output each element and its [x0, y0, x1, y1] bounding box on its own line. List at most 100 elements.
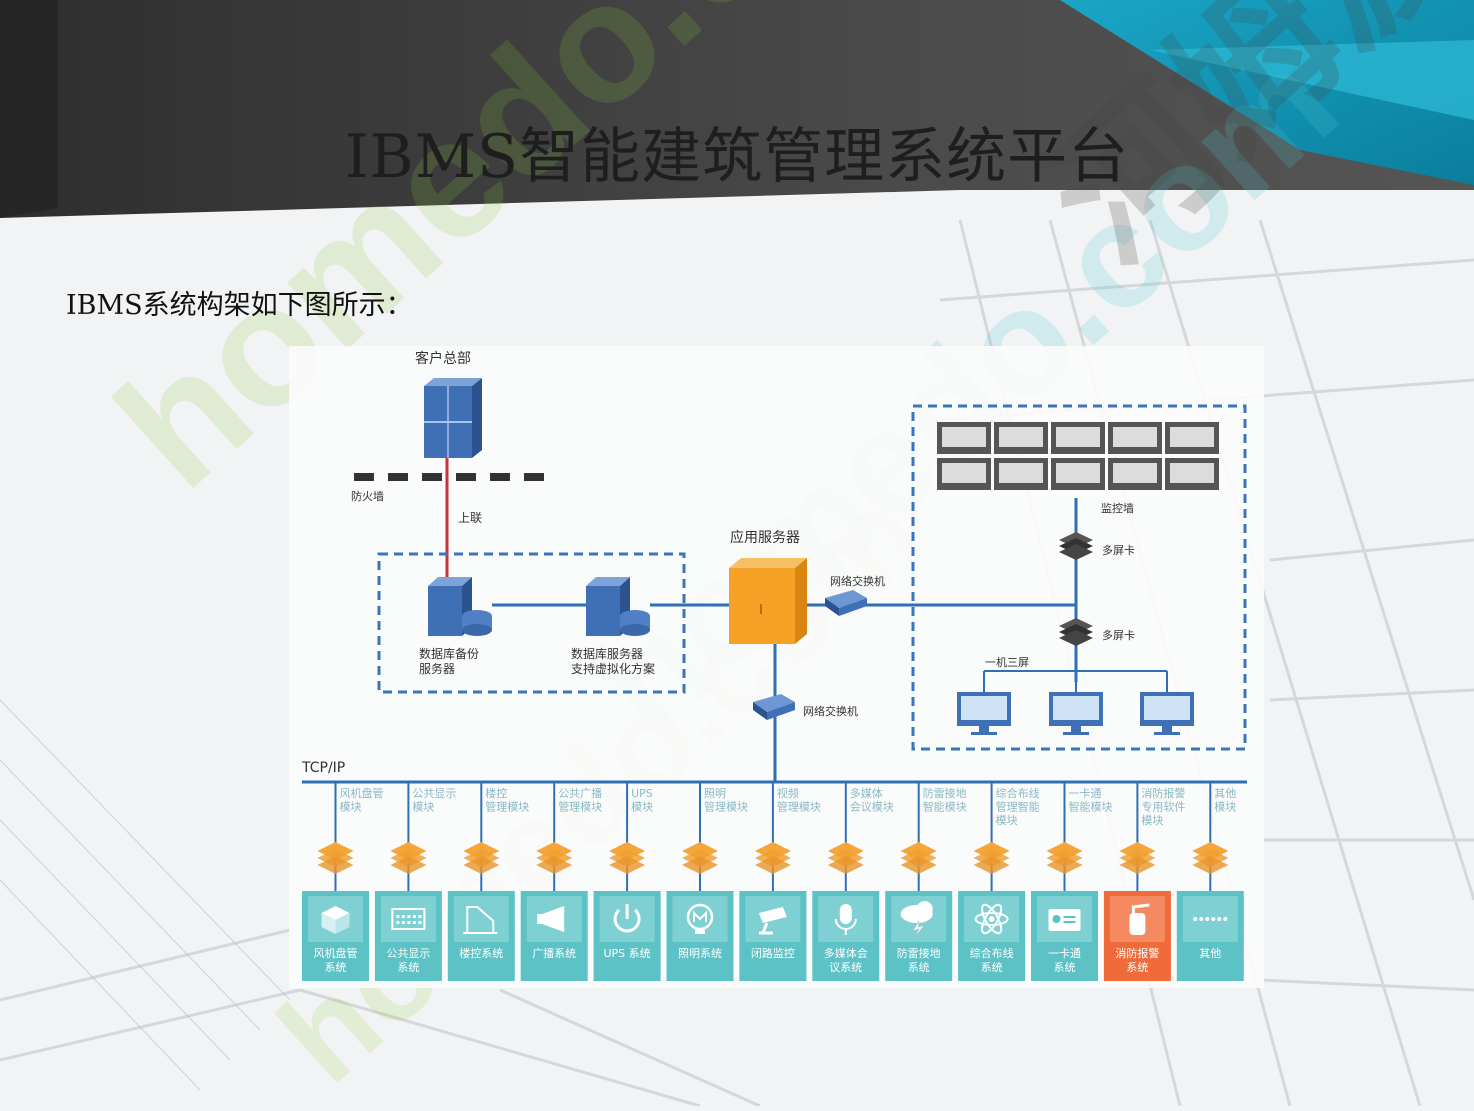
megaphone-icon	[537, 906, 565, 932]
card-icon	[1048, 909, 1081, 931]
multiscreen-card-icon	[1059, 618, 1093, 646]
module-system-label: 综合布线	[970, 946, 1014, 960]
wall-screen	[994, 458, 1048, 490]
module-top-label: 模块	[412, 801, 434, 814]
module-top-label: 综合布线	[996, 786, 1040, 800]
module-top-label: 模块	[996, 814, 1018, 827]
building-icon	[463, 906, 498, 934]
wall-screen	[1108, 422, 1162, 454]
module-top-label: 管理模块	[485, 800, 529, 814]
module-system-label: 楼控系统	[459, 946, 503, 960]
db-server-icon	[586, 577, 650, 636]
module-top-label: 楼控	[485, 786, 507, 800]
module-system-label: 系统	[908, 961, 930, 974]
module-top-label: 风机盘管	[340, 786, 384, 800]
module-system-label: 防雷接地	[897, 946, 941, 960]
wall-screen	[1108, 458, 1162, 490]
module-system-label: 广播系统	[532, 946, 576, 960]
module-top-label: 模块	[631, 801, 653, 814]
module-top-label: 模块	[340, 801, 362, 814]
db-server-label: 数据库服务器	[571, 646, 643, 661]
box-icon	[321, 906, 350, 934]
app-server-label: 应用服务器	[730, 529, 800, 546]
module-system-label: 系统	[397, 961, 419, 974]
module-system-label: 系统	[1054, 961, 1076, 974]
lamp-icon	[686, 903, 714, 934]
module-system-label: UPS 系统	[604, 947, 651, 960]
lightning-cloud-icon	[900, 901, 933, 938]
multiscreen-card-label: 多屏卡	[1102, 628, 1135, 642]
monitor-wall-box	[911, 404, 1247, 751]
firewall-label: 防火墙	[351, 489, 384, 503]
multiscreen-card-icon	[1059, 532, 1093, 560]
network-switch-icon	[753, 694, 795, 720]
module-top-label: 公共显示	[412, 787, 456, 800]
slide-subtitle: IBMS系统构架如下图所示：	[66, 290, 413, 321]
wall-screen	[1051, 422, 1105, 454]
module-top-label: 管理模块	[704, 800, 748, 814]
module-system-label: 议系统	[829, 961, 862, 974]
module-system-label: 公共显示	[386, 947, 430, 960]
power-icon	[613, 904, 641, 933]
monitor-wall-label: 监控墙	[1101, 501, 1134, 515]
module-top-label: UPS	[631, 787, 653, 800]
monitor-wall-icon	[937, 422, 1219, 490]
module-top-label: 其他	[1214, 787, 1236, 800]
db-backup-server-icon	[428, 577, 492, 636]
wall-screen	[1165, 422, 1219, 454]
module-top-label: 模块	[1141, 814, 1163, 827]
db-backup-label: 数据库备份	[419, 646, 479, 661]
module-system-label: 其他	[1199, 947, 1221, 960]
hq-server-icon	[424, 378, 482, 458]
extinguisher-icon	[1129, 903, 1150, 935]
module-system-label: 一卡通	[1048, 947, 1081, 960]
one-machine-three-screens-label: 一机三屏	[985, 655, 1029, 669]
module-system-label: 系统	[1126, 961, 1148, 974]
wall-screen	[1165, 458, 1219, 490]
dots-icon	[1193, 917, 1228, 921]
module-top-label: 管理智能	[996, 800, 1040, 814]
module-top-label: 模块	[1214, 801, 1236, 814]
switch-label: 网络交换机	[830, 574, 885, 588]
module-top-label: 视频	[777, 786, 799, 800]
module-top-label: 管理模块	[777, 800, 821, 814]
module-top-label: 一卡通	[1069, 787, 1102, 800]
module-top-label: 消防报警	[1141, 786, 1185, 800]
atom-icon	[974, 903, 1009, 935]
desktop-monitor-icon	[1049, 692, 1103, 735]
wall-screen	[1051, 458, 1105, 490]
module-system-label: 系统	[325, 961, 347, 974]
network-switch-icon	[825, 590, 867, 616]
display-icon	[391, 908, 426, 930]
switch-label: 网络交换机	[803, 704, 858, 718]
module-system-label: 多媒体会	[824, 946, 868, 960]
module-top-label: 多媒体	[850, 786, 883, 800]
module-top-label: 会议模块	[850, 801, 894, 814]
module-top-label: 防雷接地	[923, 786, 967, 800]
desktop-monitor-icon	[957, 692, 1011, 735]
desktop-monitor-icon	[1140, 692, 1194, 735]
wall-screen	[994, 422, 1048, 454]
db-group-box	[377, 552, 686, 694]
wall-screen	[937, 458, 991, 490]
ibms-architecture-diagram: 客户总部 防火墙 上联 数据库备份 服务器 数据库服务器 支持虚拟化方案 应	[289, 346, 1264, 988]
uplink-label: 上联	[458, 511, 482, 525]
db-backup-label: 服务器	[419, 661, 455, 676]
module-system-label: 系统	[981, 961, 1003, 974]
slide-title: IBMS智能建筑管理系统平台	[344, 122, 1130, 192]
module-system-label: 照明系统	[678, 947, 722, 960]
camera-icon	[758, 907, 787, 935]
tcpip-label: TCP/IP	[301, 760, 345, 776]
app-server-icon	[729, 558, 807, 644]
